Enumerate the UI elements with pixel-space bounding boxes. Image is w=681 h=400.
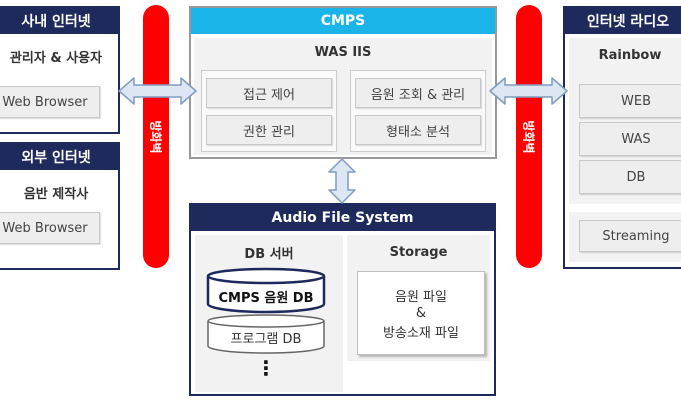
storage-title: Storage [389, 244, 448, 260]
external-network-title: 외부 인터넷 [0, 144, 118, 170]
internet-radio-title: 인터넷 라디오 [565, 8, 681, 34]
db-server-panel: DB 서버 [195, 235, 343, 392]
cmps-panel: WAS IIS 접근 제어 권한 관리 음원 조회 & 관리 형태소 분석 [194, 38, 492, 155]
storage-line-3: 방송소재 파일 [383, 325, 459, 341]
storage-panel: Storage 음원 파일 & 방송소재 파일 [347, 235, 490, 361]
rainbow-was-item: WAS [579, 122, 681, 156]
audio-file-system-box: Audio File System DB 서버 Storage 음원 파일 & … [189, 203, 496, 396]
program-db-cylinder [207, 314, 325, 354]
streaming-item: Streaming [579, 220, 681, 252]
firewall-left-label: 방화벽 [148, 119, 163, 154]
cmps-box: CMPS WAS IIS 접근 제어 권한 관리 음원 조회 & 관리 형태소 … [189, 6, 497, 159]
rainbow-web-item: WEB [579, 84, 681, 118]
internal-web-browser: Web Browser [0, 86, 100, 118]
db-more-ellipsis: ⋮ [256, 356, 276, 380]
firewall-right: 방화벽 [516, 5, 542, 268]
internet-radio-box: 인터넷 라디오 Rainbow WEB WAS DB Streaming [563, 6, 681, 269]
music-search-management-item: 음원 조회 & 관리 [355, 78, 481, 108]
storage-line-2: & [415, 305, 427, 321]
cmps-music-db-label: CMPS 음원 DB [218, 290, 314, 306]
streaming-panel: Streaming [569, 212, 681, 262]
double-arrow-right [489, 77, 568, 105]
audio-file-system-title: Audio File System [191, 205, 494, 231]
cmps-left-group: 접근 제어 권한 관리 [201, 70, 337, 152]
cmps-subtitle: WAS IIS [314, 44, 372, 60]
firewall-right-label: 방화벽 [521, 119, 536, 154]
external-network-box: 외부 인터넷 음반 제작사 Web Browser [0, 142, 120, 270]
double-arrow-vertical [328, 158, 356, 204]
db-server-title: DB 서버 [244, 246, 294, 262]
cmps-title: CMPS [191, 8, 495, 34]
external-network-subtitle: 음반 제작사 [23, 186, 89, 202]
cmps-music-db-cylinder [206, 267, 326, 314]
access-control-item: 접근 제어 [206, 78, 332, 108]
rainbow-panel: Rainbow WEB WAS DB [569, 38, 681, 204]
internal-network-box: 사내 인터넷 관리자 & 사용자 Web Browser [0, 6, 120, 134]
storage-line-1: 음원 파일 [395, 289, 447, 305]
double-arrow-left [118, 77, 197, 105]
rainbow-db-item: DB [579, 160, 681, 194]
rainbow-subtitle: Rainbow [598, 47, 662, 63]
internal-network-title: 사내 인터넷 [0, 8, 118, 34]
cmps-right-group: 음원 조회 & 관리 형태소 분석 [350, 70, 486, 152]
permission-management-item: 권한 관리 [206, 115, 332, 145]
program-db-label: 프로그램 DB [230, 331, 302, 347]
external-web-browser: Web Browser [0, 212, 100, 244]
firewall-left: 방화벽 [143, 5, 169, 268]
storage-box: 음원 파일 & 방송소재 파일 [357, 271, 485, 355]
internal-network-subtitle: 관리자 & 사용자 [9, 50, 103, 66]
morphological-analysis-item: 형태소 분석 [355, 115, 481, 145]
